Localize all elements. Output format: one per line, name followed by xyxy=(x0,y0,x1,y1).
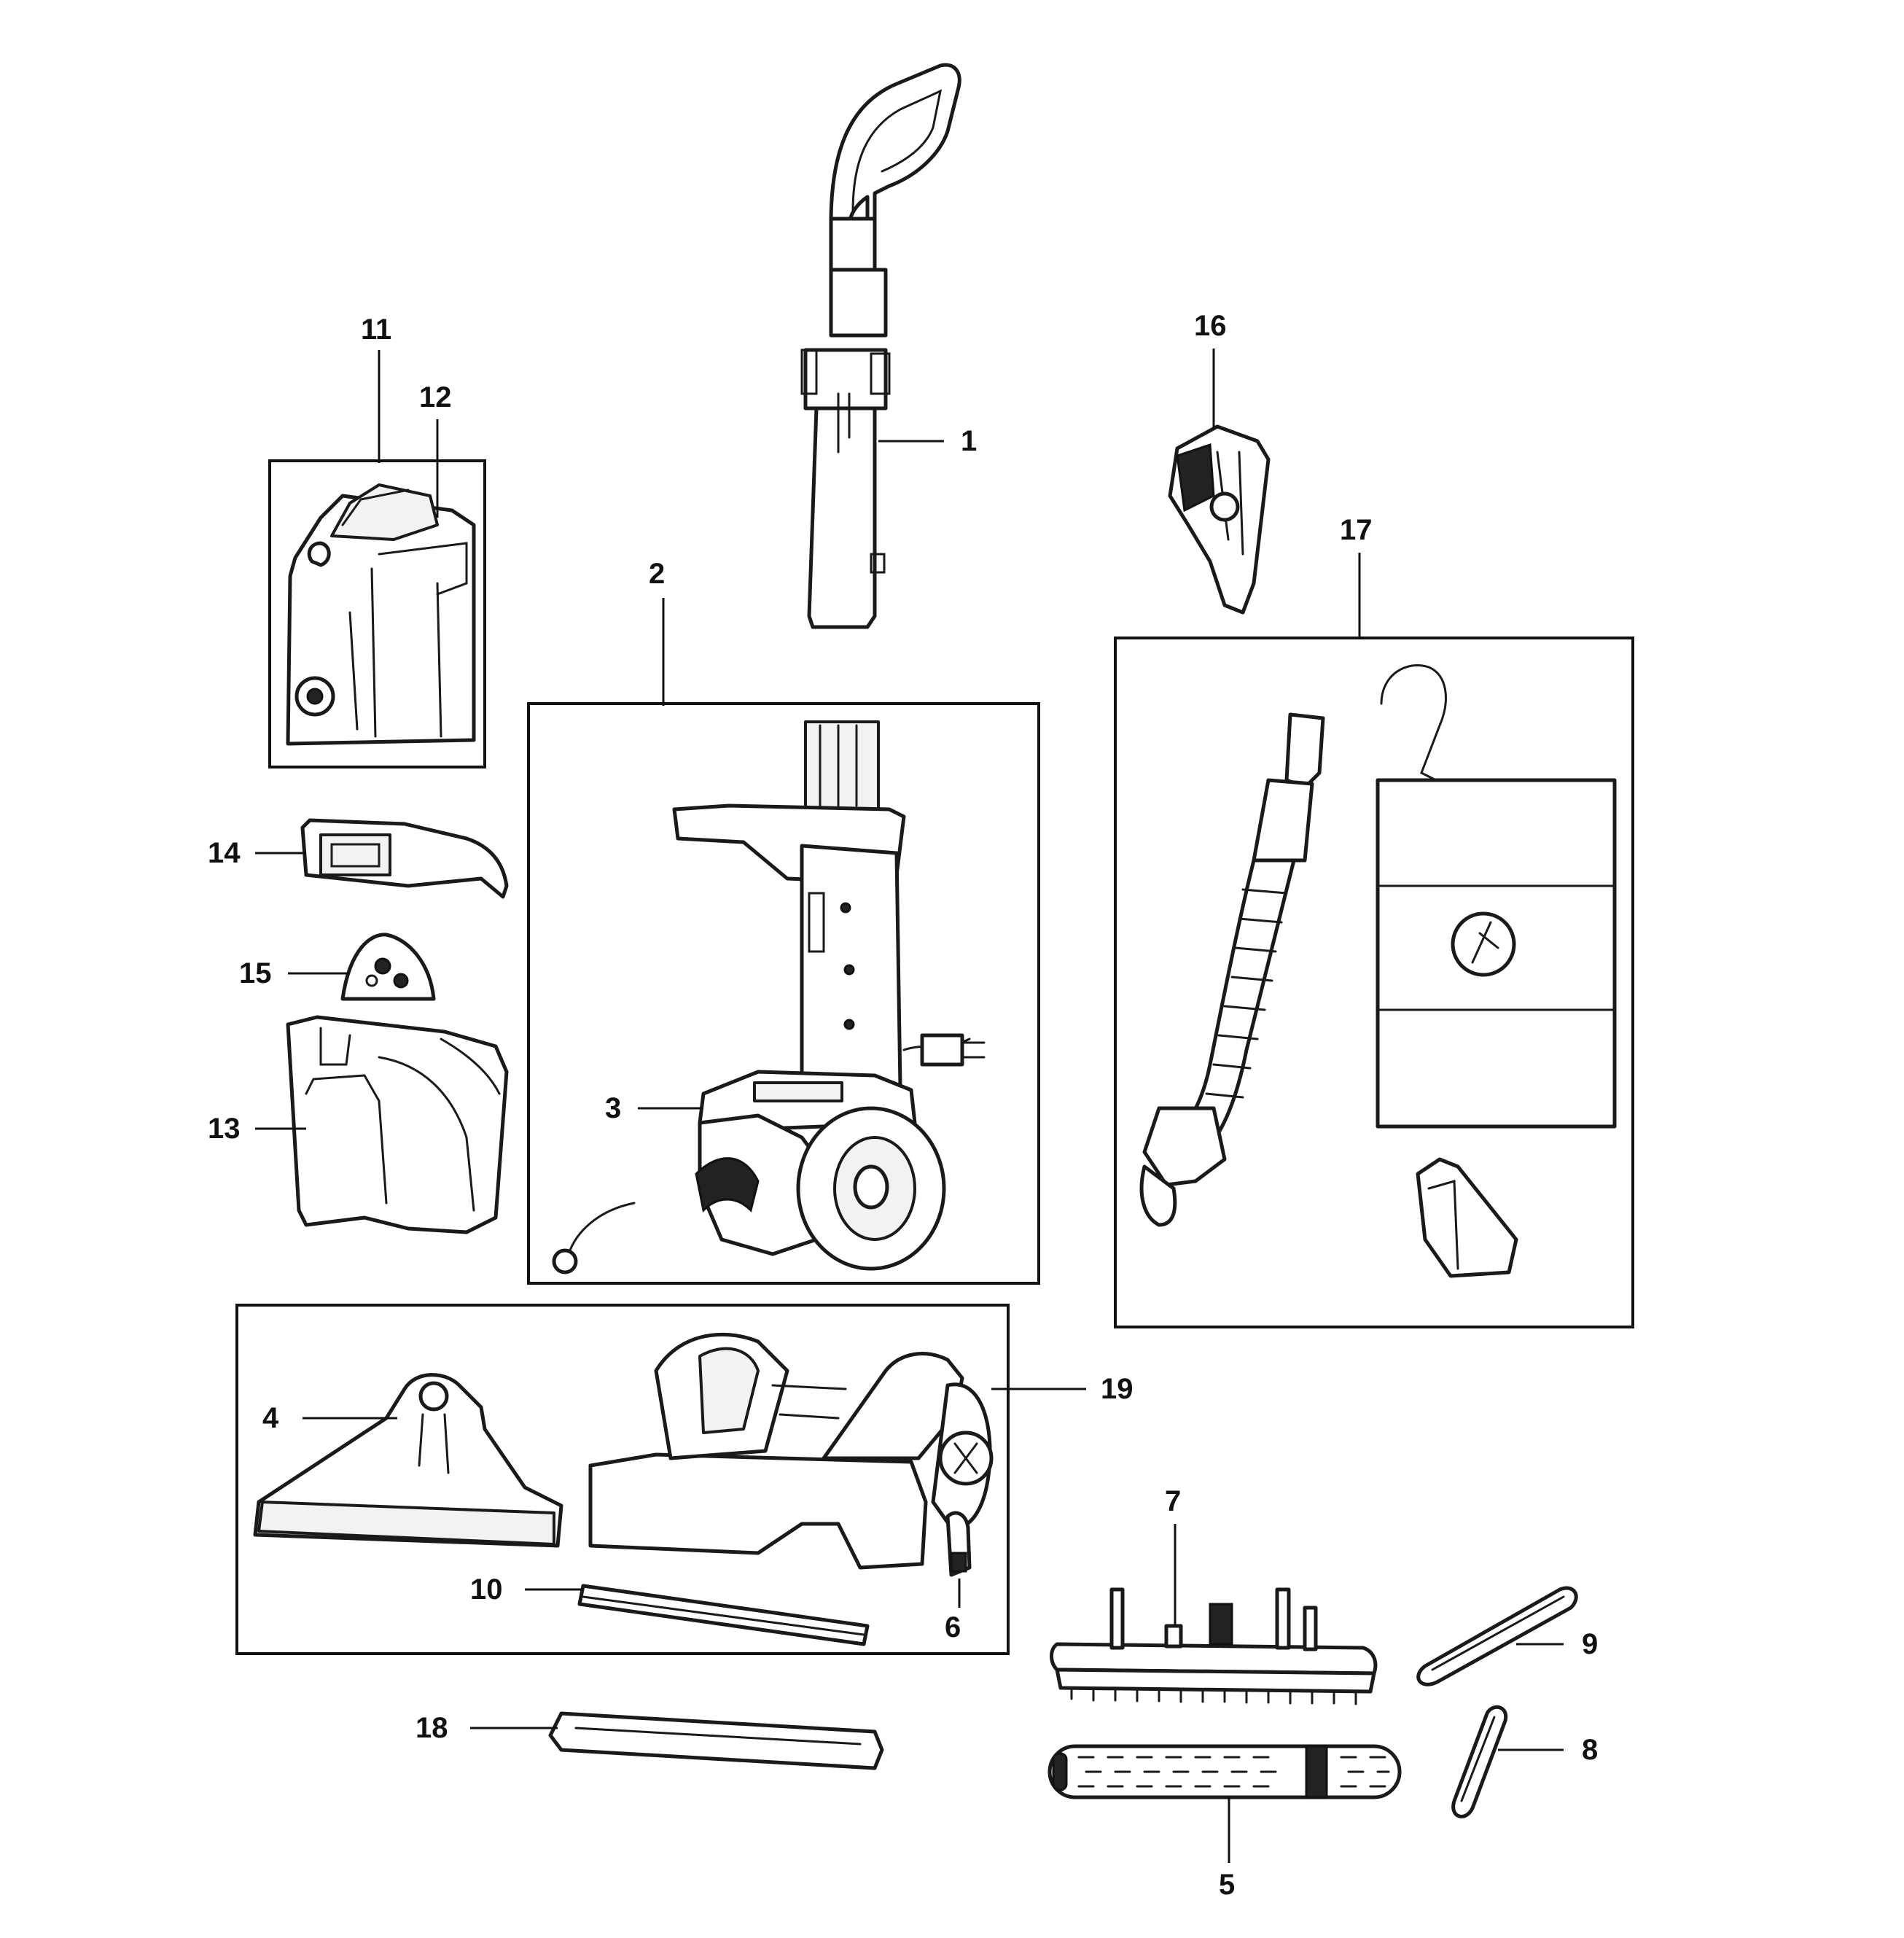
callout-16: 16 xyxy=(1194,310,1227,342)
callout-11-12-leaders: 11 12 xyxy=(361,314,452,518)
callout-5: 5 xyxy=(1219,1869,1235,1901)
part-18-squeegee xyxy=(548,1711,884,1770)
part-19-base xyxy=(588,1332,994,1570)
callout-13: 13 xyxy=(208,1113,241,1145)
callout-17: 17 xyxy=(1340,514,1373,546)
callout-2-3-leaders: 2 3 xyxy=(605,558,703,1124)
callout-1: 1 xyxy=(961,425,977,457)
callout-13-leader: 13 xyxy=(208,1113,306,1145)
part-19-frame xyxy=(235,1304,1010,1655)
callout-15: 15 xyxy=(239,957,272,989)
callout-9-leader: 9 xyxy=(1516,1628,1598,1660)
part-17-frame xyxy=(1114,637,1634,1328)
callout-14-leader: 14 xyxy=(208,837,306,869)
callout-12: 12 xyxy=(419,381,452,413)
callout-14: 14 xyxy=(208,837,241,869)
part-4-nozzle xyxy=(253,1373,563,1548)
part-16-spot-tool xyxy=(1168,424,1271,615)
part-5-brush-roll xyxy=(1047,1744,1402,1799)
part-9-belt xyxy=(1416,1586,1578,1686)
part-11-solution-tank xyxy=(286,483,476,746)
callout-3: 3 xyxy=(605,1092,621,1124)
callout-9: 9 xyxy=(1582,1628,1598,1660)
callout-8-leader: 8 xyxy=(1498,1734,1598,1766)
part-13-recovery-tank xyxy=(286,1015,509,1234)
callout-17-leader: 17 xyxy=(1340,514,1373,638)
callout-1-leader: 1 xyxy=(878,425,977,457)
part-1-upper-handle xyxy=(800,63,961,629)
callout-10: 10 xyxy=(470,1573,503,1606)
callout-4: 4 xyxy=(262,1402,279,1434)
part-2-frame xyxy=(527,702,1040,1285)
part-6-clip xyxy=(945,1511,972,1577)
part-14-tank-lid xyxy=(300,818,509,899)
callout-11: 11 xyxy=(361,314,391,346)
callout-18-leader: 18 xyxy=(415,1712,558,1744)
part-2-main-body xyxy=(552,720,986,1275)
part-10-bar xyxy=(577,1584,870,1646)
callout-7: 7 xyxy=(1165,1485,1181,1517)
callout-5-leader: 5 xyxy=(1219,1797,1235,1901)
callout-16-leader: 16 xyxy=(1194,310,1227,429)
callout-18: 18 xyxy=(415,1712,448,1744)
part-11-frame xyxy=(268,459,486,768)
part-7-brush-block xyxy=(1050,1587,1378,1705)
callout-15-leader: 15 xyxy=(239,957,350,989)
part-8-belt xyxy=(1451,1705,1508,1818)
callout-2: 2 xyxy=(649,558,665,590)
part-17-hose-and-tools xyxy=(1139,663,1617,1278)
callout-8: 8 xyxy=(1582,1734,1598,1766)
callout-7-leader: 7 xyxy=(1165,1485,1181,1626)
part-15-float xyxy=(340,933,436,1001)
callout-6: 6 xyxy=(945,1611,961,1643)
callout-19: 19 xyxy=(1101,1373,1134,1405)
callout-4-6-10-19-leaders: 4 6 10 19 xyxy=(262,1373,1134,1643)
